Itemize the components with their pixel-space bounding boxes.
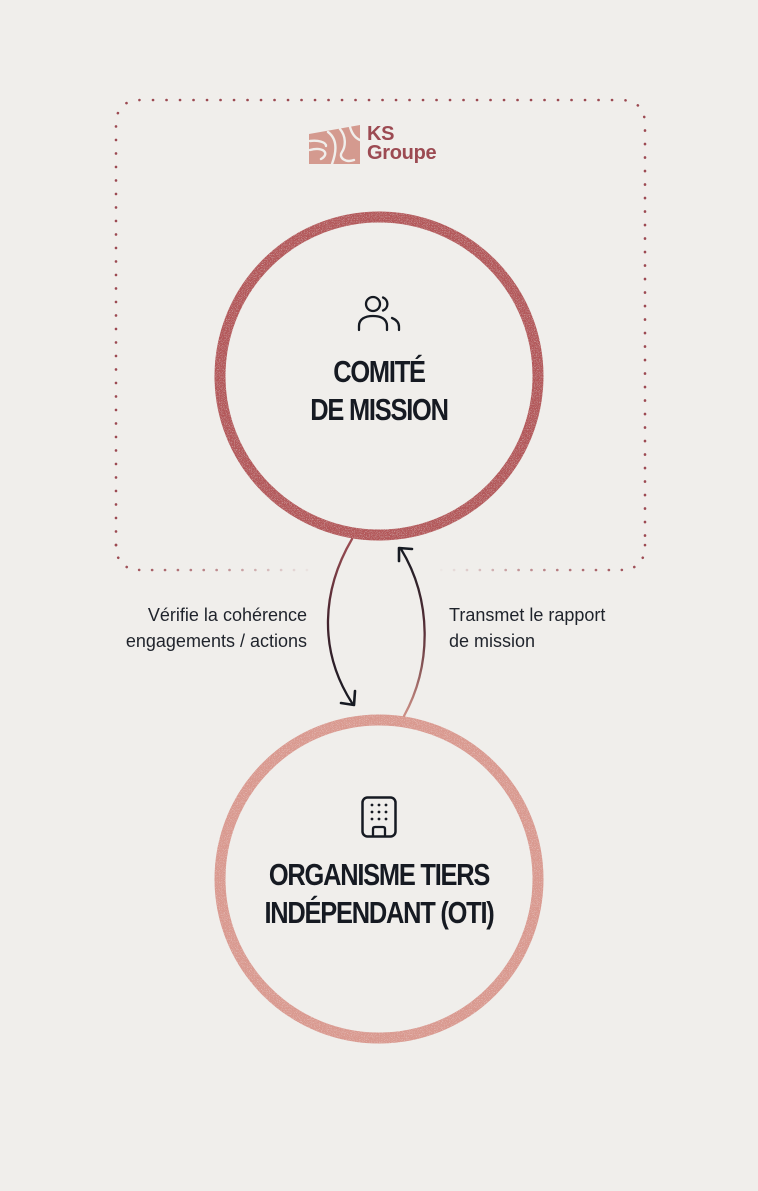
- oti-title: ORGANISME TIERS INDÉPENDANT (OTI): [256, 856, 502, 932]
- oti-title-line2: INDÉPENDANT (OTI): [264, 895, 494, 930]
- verify-label-line2: engagements / actions: [125, 631, 307, 651]
- oti-ring: [214, 714, 544, 1044]
- ks-logo-wordmark: KS Groupe: [367, 123, 437, 164]
- comite-title-line1: COMITÉ: [333, 354, 426, 389]
- report-label-line2: de mission: [449, 631, 536, 651]
- arrow-verify: [326, 537, 357, 707]
- report-label-line1: Transmet le rapport: [449, 605, 606, 625]
- oti-title-line1: ORGANISME TIERS: [268, 857, 490, 892]
- organization-boundary: [114, 98, 647, 572]
- comite-ring: [214, 211, 544, 541]
- verify-label-line1: Vérifie la cohérence: [147, 605, 307, 625]
- building-icon: [361, 796, 397, 838]
- comite-title-line2: DE MISSION: [310, 392, 449, 427]
- logo-line-ks: KS: [367, 123, 395, 145]
- report-label: Transmet le rapport de mission: [449, 602, 605, 654]
- ks-groupe-logo: KS Groupe: [308, 123, 437, 164]
- users-icon: [357, 295, 401, 332]
- verify-label: Vérifie la cohérence engagements / actio…: [126, 602, 307, 654]
- comite-title: COMITÉ DE MISSION: [256, 353, 502, 429]
- arrow-report: [397, 546, 426, 718]
- logo-line-groupe: Groupe: [367, 142, 437, 164]
- ks-logo-mark-icon: [308, 125, 361, 164]
